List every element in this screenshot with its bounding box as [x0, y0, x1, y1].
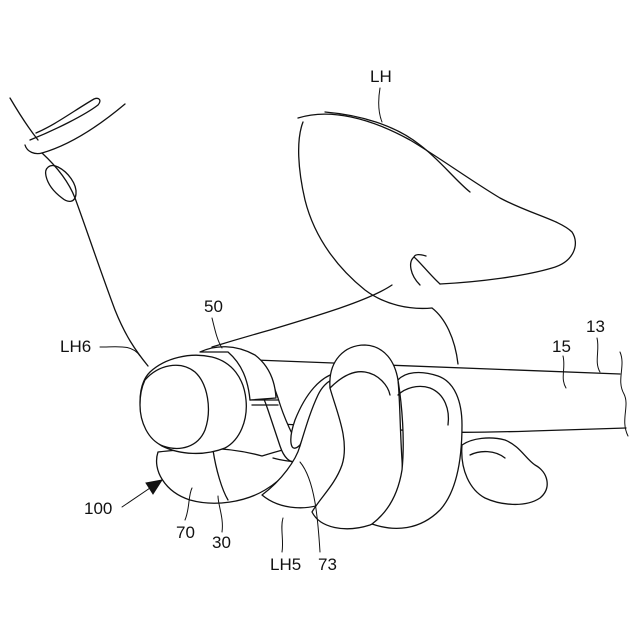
label-50: 50: [204, 297, 223, 316]
label-100: 100: [84, 499, 112, 518]
fingers: [262, 345, 547, 529]
label-70: 70: [176, 523, 195, 542]
label-lh: LH: [370, 67, 392, 86]
label-13: 13: [586, 317, 605, 336]
label-73: 73: [318, 555, 337, 574]
label-15: 15: [552, 337, 571, 356]
hand-outline: [10, 98, 575, 366]
label-lh6: LH6: [60, 337, 91, 356]
label-lh5: LH5: [270, 555, 301, 574]
device-100: [140, 347, 300, 503]
label-30: 30: [212, 533, 231, 552]
arrow-100: [122, 480, 162, 507]
